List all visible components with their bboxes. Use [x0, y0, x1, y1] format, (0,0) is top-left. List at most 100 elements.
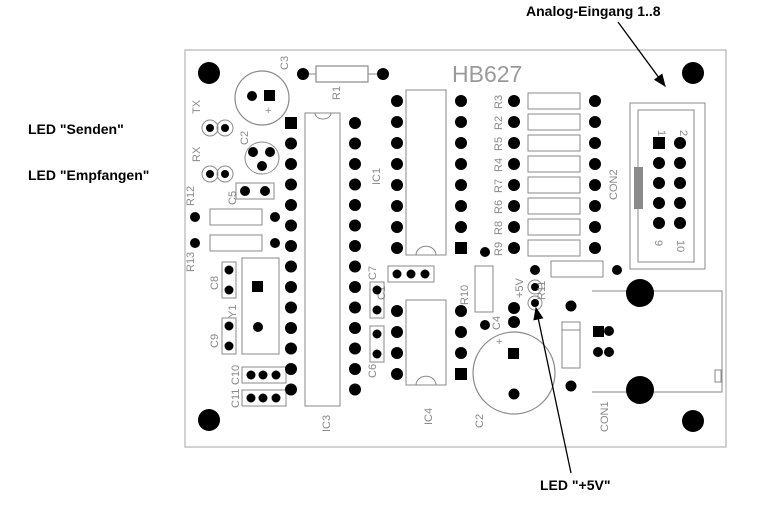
ic4-pin	[391, 326, 403, 338]
ic3-pin	[285, 301, 297, 314]
ic1-pin	[391, 95, 403, 107]
ic3-pin	[285, 342, 297, 355]
ic3-pin	[285, 219, 297, 232]
label-ic4: IC4	[423, 408, 435, 425]
resistor-body	[527, 239, 581, 257]
capacitor-c11: C11	[230, 389, 287, 408]
ic3-pin	[349, 363, 361, 375]
label-r3: R3	[493, 95, 505, 109]
label-tx: TX	[191, 99, 203, 114]
capacitor-c6: C6	[367, 325, 385, 378]
led-receive-label: LED "Empfangen"	[28, 167, 150, 183]
resistor-pad	[508, 221, 520, 233]
con2-pin	[653, 137, 665, 149]
con2-pin-grid	[653, 137, 686, 229]
resistor-r1: R1	[297, 65, 389, 100]
resistor-pad	[508, 158, 520, 170]
con2-pin	[674, 157, 686, 169]
con2-pin1: 1	[655, 130, 667, 136]
ic4-pin	[455, 305, 467, 317]
label-r8: R8	[493, 221, 505, 235]
mounting-hole	[198, 62, 220, 84]
label-c6: C6	[367, 364, 379, 378]
ic1-pin	[391, 179, 403, 191]
ic3-pin	[349, 199, 361, 211]
resistor-pad	[508, 95, 520, 107]
ic3-pin	[349, 117, 361, 129]
ic3-pin	[285, 322, 297, 334]
ic1-pin	[455, 95, 467, 107]
ic3-pin	[349, 260, 361, 273]
resistor-pad	[508, 242, 520, 254]
ic3-pin	[285, 158, 297, 170]
con2-pin	[674, 197, 686, 209]
ic3-pin	[285, 383, 297, 396]
analog-input-arrow	[617, 21, 666, 88]
ic1-pin	[391, 221, 403, 233]
ic3-pin	[285, 260, 297, 273]
capacitor-c4: C4	[491, 302, 520, 330]
ic1-pin	[455, 242, 467, 254]
label-plus5v: +5V	[514, 277, 526, 298]
led-tx: TX	[191, 99, 234, 137]
con2-pin	[653, 177, 665, 189]
ic3-pin	[349, 219, 361, 232]
ic3-pin	[285, 363, 297, 375]
resistor-r11: R11	[536, 260, 622, 300]
resistor-pad	[589, 179, 601, 191]
ic1-pin	[455, 221, 467, 233]
ic3-pin	[349, 158, 361, 170]
ic4-pin	[391, 305, 403, 317]
resistor-pad	[508, 179, 520, 191]
label-r12: R12	[185, 186, 197, 206]
ic3-pin	[349, 240, 361, 252]
capacitor-c9: C9	[209, 317, 237, 355]
label-c2-large: C2	[474, 414, 486, 428]
label-r1: R1	[331, 86, 343, 100]
label-r4: R4	[493, 158, 505, 172]
resistor-r10: R10	[459, 247, 494, 330]
mounting-hole	[682, 410, 704, 432]
label-y1: Y1	[227, 305, 239, 318]
label-c5: C5	[227, 191, 239, 205]
label-c3: C3	[279, 56, 291, 70]
label-c8: C8	[209, 276, 221, 290]
label-c10: C10	[230, 365, 242, 385]
ic3-pin	[285, 137, 297, 150]
ic4-pin	[391, 368, 403, 380]
ic1-pin	[391, 242, 403, 254]
label-con1: CON1	[599, 401, 611, 432]
con2-pin10: 10	[674, 240, 686, 252]
led-power-label: LED "+5V"	[540, 477, 611, 493]
resistor-body	[527, 113, 581, 131]
ic4-pin	[455, 368, 467, 380]
resistor-pad	[589, 137, 601, 149]
resistor-pad	[589, 242, 601, 254]
ic1-pin	[455, 179, 467, 191]
ic1-pin	[455, 116, 467, 128]
ic1-pin	[455, 200, 467, 212]
capacitor-c1: C1	[376, 265, 435, 300]
label-r6: R6	[493, 200, 505, 214]
mounting-hole	[682, 62, 704, 84]
ic3-pin	[285, 199, 297, 211]
label-r9: R9	[493, 242, 505, 256]
resistor-body	[527, 176, 581, 194]
label-r13: R13	[185, 252, 197, 272]
capacitor-c5: C5	[227, 182, 275, 205]
con2-pin	[653, 157, 665, 169]
ic3-pin	[349, 383, 361, 396]
led-send-label: LED "Senden"	[28, 121, 124, 137]
resistor-pad	[589, 95, 601, 107]
ic1-pin	[391, 200, 403, 212]
ic3-pin	[349, 322, 361, 334]
ic3-pin	[349, 301, 361, 314]
resistor-pad	[589, 158, 601, 170]
resistor-body	[527, 134, 581, 152]
resistor-body	[527, 155, 581, 173]
con2-pin	[674, 177, 686, 189]
label-ic1: IC1	[371, 168, 383, 185]
ic3-pin	[349, 178, 361, 191]
connector-con2: 1 2 9 10 CON2	[608, 102, 706, 270]
ic1-pin	[391, 116, 403, 128]
